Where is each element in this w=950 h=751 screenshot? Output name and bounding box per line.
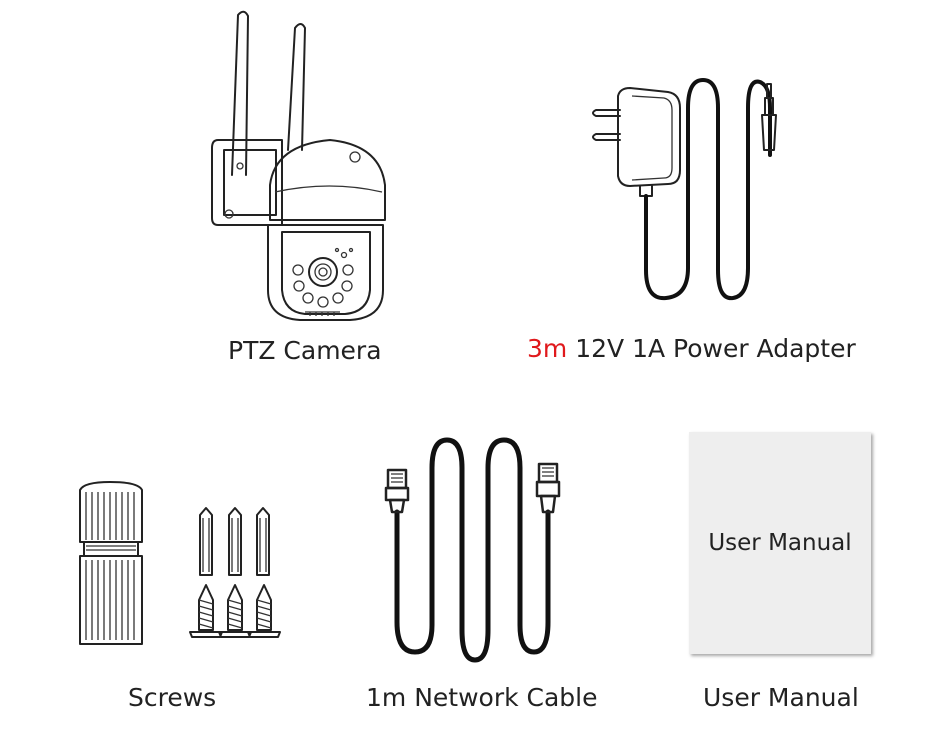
user-manual-cover-text: User Manual — [708, 530, 852, 556]
ptz-camera-label: PTZ Camera — [228, 336, 382, 365]
network-cable-label: 1m Network Cable — [366, 683, 598, 712]
user-manual-booklet: User Manual — [689, 432, 871, 654]
user-manual-label: User Manual — [703, 683, 859, 712]
power-adapter-spec: 12V 1A Power Adapter — [567, 334, 856, 363]
power-adapter-label: 3m 12V 1A Power Adapter — [527, 334, 856, 363]
cable-length-highlight: 3m — [527, 334, 568, 363]
screws-label: Screws — [128, 683, 217, 712]
